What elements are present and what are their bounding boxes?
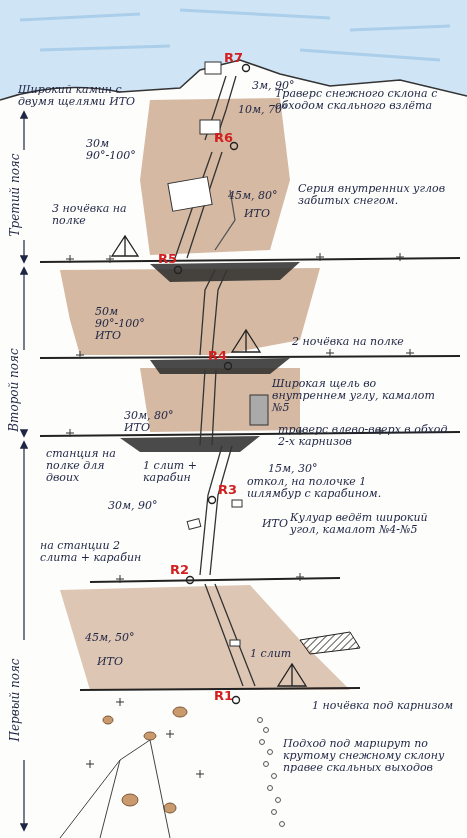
note-text: станция на полке для двоих [46, 448, 134, 484]
station-label: R6 [214, 132, 233, 144]
note-text: Подход под маршрут по крутому снежному с… [283, 738, 458, 774]
note-text: откол, на полочке 1 шлямбур с карабином. [247, 476, 387, 500]
station-label: R7 [224, 52, 243, 64]
belt-name: Второй пояс [8, 348, 20, 432]
note-text: на станции 2 слита + карабин [40, 540, 152, 564]
note-text: 1 слит + карабин [143, 460, 221, 484]
pitch-length: 15м, 30° [268, 463, 318, 475]
station-label: R2 [170, 564, 189, 576]
note-text: 1 ночёвка под карнизом [312, 700, 457, 712]
station-label: R1 [214, 690, 233, 702]
note-text: Широкая щель во внутреннем углу, камалот… [272, 378, 442, 414]
note-text: 3 ночёвка на полке [52, 203, 134, 227]
note-text: траверс влево-вверх в обход 2-х карнизов [278, 424, 458, 448]
station-label: R4 [208, 350, 227, 362]
belt-name: Третий пояс [8, 153, 20, 236]
note-text: 50м 90°-100° ИТО [95, 306, 161, 342]
note-text: Траверс снежного склона с обходом скальн… [275, 88, 455, 112]
note-text: 30м 90°-100° [86, 138, 152, 162]
pitch-length: ИТО [262, 518, 288, 530]
note-text: Серия внутренних углов забитых снегом. [298, 183, 448, 207]
note-text: Широкий камин с двумя щелями ИТО [18, 84, 148, 108]
station-label: R5 [158, 253, 177, 265]
note-text: 2 ночёвка на полке [292, 336, 412, 348]
note-text: 30м, 80° ИТО [124, 410, 182, 434]
station-label: R3 [218, 484, 237, 496]
belt-name: Первый пояс [8, 658, 20, 741]
note-text: Кулуар ведёт широкий угол, камалот №4-№5 [290, 512, 455, 536]
pitch-length: ИТО [97, 656, 123, 668]
pitch-length: 45м, 80° [228, 190, 278, 202]
pitch-length: 1 слит [250, 648, 291, 660]
pitch-length: 45м, 50° [85, 632, 135, 644]
pitch-length: ИТО [244, 208, 270, 220]
pitch-length: 30м, 90° [108, 500, 158, 512]
